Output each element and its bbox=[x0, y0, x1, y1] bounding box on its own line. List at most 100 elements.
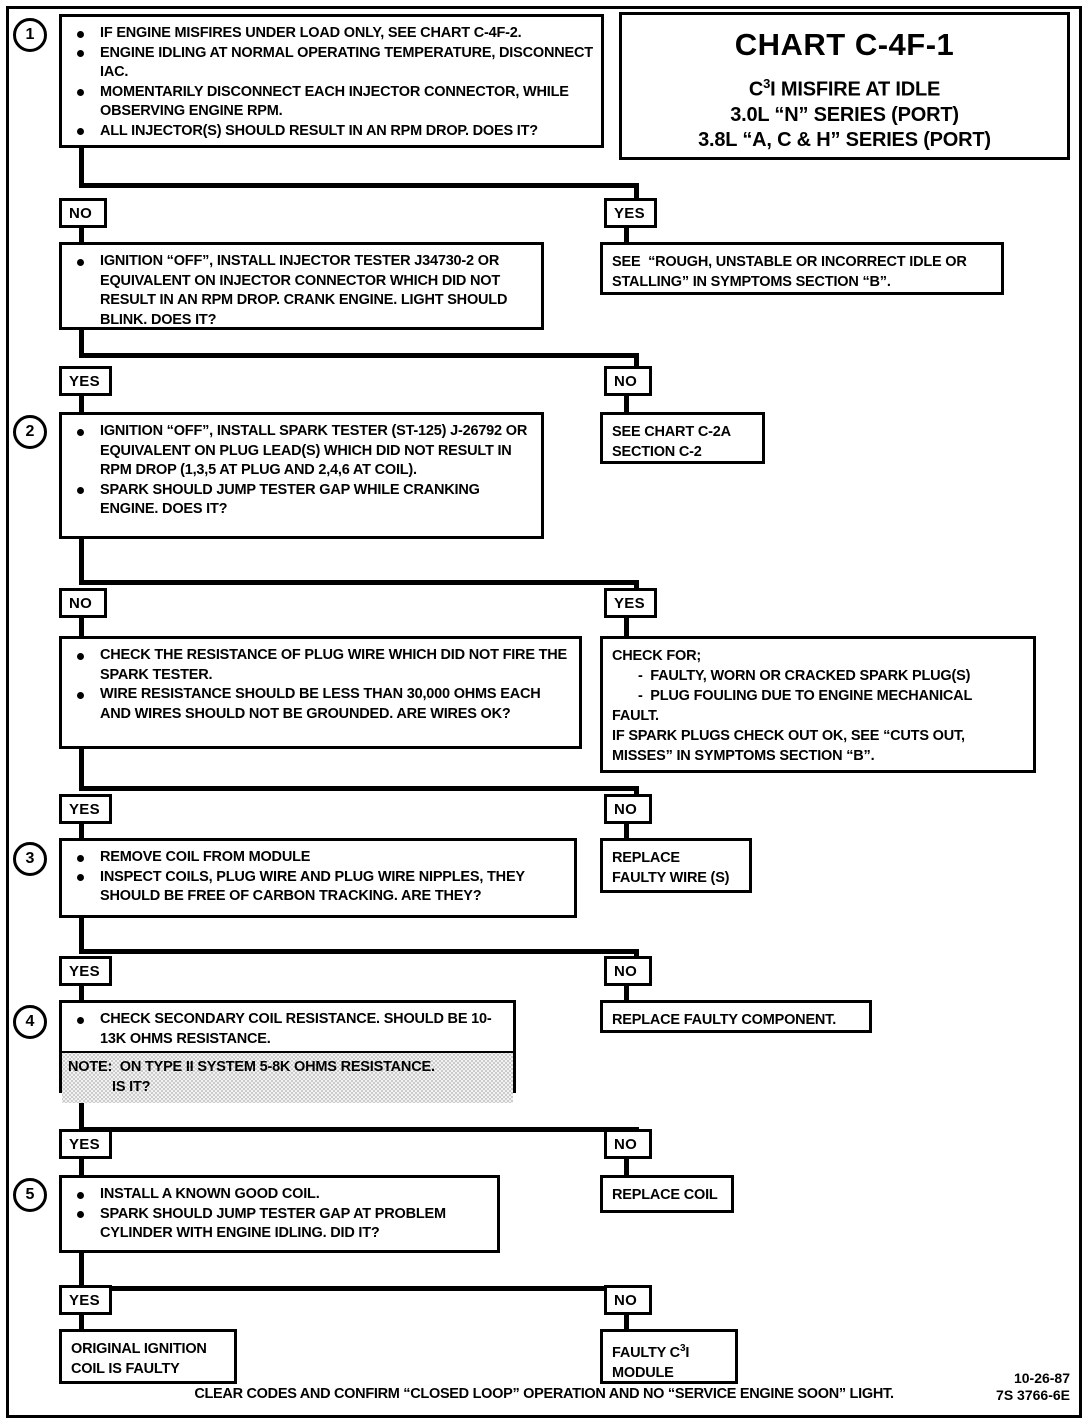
connector-no7-down bbox=[624, 1313, 629, 1331]
connector-yes2-down bbox=[79, 394, 84, 414]
step5-bullet-2: SPARK SHOULD JUMP TESTER GAP AT PROBLEM … bbox=[68, 1205, 489, 1244]
page-border bbox=[6, 6, 1082, 1418]
branch-label-no-6: NO bbox=[604, 1129, 652, 1159]
chart-c2a-line-2: SECTION C-2 bbox=[612, 444, 702, 460]
connector-step4-down bbox=[79, 1093, 84, 1133]
branch-label-yes-6: YES bbox=[59, 1129, 112, 1159]
rough-idle-line-1: SEE “ROUGH, UNSTABLE OR INCORRECT IDLE O… bbox=[612, 254, 967, 270]
chart-title-block: CHART C-4F-1 C3I MISFIRE AT IDLE 3.0L “N… bbox=[619, 12, 1070, 160]
step2-bullet-2: SPARK SHOULD JUMP TESTER GAP WHILE CRANK… bbox=[68, 481, 533, 520]
connector-yes4-down bbox=[79, 822, 84, 840]
check-for-line-1: CHECK FOR; bbox=[612, 648, 702, 664]
check-for-line-5: IF SPARK PLUGS CHECK OUT OK, SEE “CUTS O… bbox=[612, 728, 965, 744]
engine-series-line-2: 3.8L “A, C & H” SERIES (PORT) bbox=[698, 128, 991, 151]
faulty-module-superscript: 3 bbox=[679, 1343, 686, 1354]
connector-row4-split bbox=[79, 786, 639, 791]
check-for-line-4: FAULT. bbox=[612, 708, 659, 724]
subtitle-prefix: C bbox=[748, 78, 764, 101]
connector-injector-down bbox=[79, 330, 84, 356]
check-for-box: CHECK FOR; - FAULTY, WORN OR CRACKED SPA… bbox=[600, 636, 1036, 773]
branch-label-no-7: NO bbox=[604, 1285, 652, 1315]
rough-idle-line-2: STALLING” IN SYMPTOMS SECTION “B”. bbox=[612, 274, 891, 290]
branch-label-no-5: NO bbox=[604, 956, 652, 986]
plug-wire-bullet-1: CHECK THE RESISTANCE OF PLUG WIRE WHICH … bbox=[68, 646, 571, 685]
connector-row4-to-no bbox=[634, 786, 639, 798]
step1-bullet-1: IF ENGINE MISFIRES UNDER LOAD ONLY, SEE … bbox=[68, 24, 593, 44]
branch-label-yes-5: YES bbox=[59, 956, 112, 986]
replace-component-line-1: REPLACE FAULTY COMPONENT. bbox=[612, 1012, 837, 1028]
step-number-5: 5 bbox=[13, 1178, 47, 1212]
connector-row2-to-no bbox=[634, 353, 639, 367]
connector-step5-down bbox=[79, 1253, 84, 1291]
step-number-4: 4 bbox=[13, 1005, 47, 1039]
connector-step1-down bbox=[79, 148, 84, 186]
connector-yes7-down bbox=[79, 1313, 84, 1331]
plug-wire-bullet-2: WIRE RESISTANCE SHOULD BE LESS THAN 30,0… bbox=[68, 685, 571, 724]
step-number-1: 1 bbox=[13, 18, 47, 52]
faulty-module-rest: I bbox=[685, 1344, 690, 1361]
connector-step3-down bbox=[79, 918, 84, 952]
step2-bullet-1: IGNITION “OFF”, INSTALL SPARK TESTER (ST… bbox=[68, 422, 533, 481]
connector-no2-down bbox=[624, 394, 629, 414]
part-number: 7S 3766-6E bbox=[996, 1387, 1070, 1403]
step4-note: NOTE: ON TYPE II SYSTEM 5-8K OHMS RESIST… bbox=[62, 1051, 513, 1103]
connector-row3-to-yes bbox=[634, 580, 639, 594]
step3-box: REMOVE COIL FROM MODULE INSPECT COILS, P… bbox=[59, 838, 577, 918]
injector-tester-bullet-1: IGNITION “OFF”, INSTALL INJECTOR TESTER … bbox=[68, 252, 533, 330]
step4-note-text: NOTE: ON TYPE II SYSTEM 5-8K OHMS RESIST… bbox=[68, 1059, 435, 1075]
step1-bullet-2: ENGINE IDLING AT NORMAL OPERATING TEMPER… bbox=[68, 44, 593, 83]
connector-row6-split bbox=[79, 1127, 639, 1132]
connector-yes3-down bbox=[624, 616, 629, 638]
plug-wire-box: CHECK THE RESISTANCE OF PLUG WIRE WHICH … bbox=[59, 636, 582, 749]
connector-yes1-down bbox=[624, 226, 629, 244]
injector-tester-box: IGNITION “OFF”, INSTALL INJECTOR TESTER … bbox=[59, 242, 544, 330]
branch-label-yes-4: YES bbox=[59, 794, 112, 824]
step4-note-question: IS IT? bbox=[112, 1078, 151, 1095]
branch-label-no-2: NO bbox=[604, 366, 652, 396]
replace-wire-box: REPLACE FAULTY WIRE (S) bbox=[600, 838, 752, 893]
replace-coil-line-1: REPLACE COIL bbox=[612, 1187, 718, 1203]
connector-step1-to-yes bbox=[634, 183, 639, 199]
step-number-3: 3 bbox=[13, 842, 47, 876]
connector-row3-split bbox=[79, 580, 639, 585]
step5-bullet-1: INSTALL A KNOWN GOOD COIL. bbox=[68, 1185, 489, 1205]
revision-date: 10-26-87 bbox=[1013, 1370, 1070, 1386]
connector-no6-down bbox=[624, 1157, 629, 1177]
faulty-module-line-2: MODULE bbox=[612, 1364, 674, 1381]
original-coil-faulty-box: ORIGINAL IGNITION COIL IS FAULTY bbox=[59, 1329, 237, 1384]
connector-yes6-down bbox=[79, 1157, 84, 1177]
rough-idle-box: SEE “ROUGH, UNSTABLE OR INCORRECT IDLE O… bbox=[600, 242, 1004, 295]
step4-box: CHECK SECONDARY COIL RESISTANCE. SHOULD … bbox=[59, 1000, 516, 1097]
check-for-line-2: - FAULTY, WORN OR CRACKED SPARK PLUG(S) bbox=[638, 668, 971, 684]
step3-bullet-2: INSPECT COILS, PLUG WIRE AND PLUG WIRE N… bbox=[68, 868, 566, 907]
step1-bullet-4: ALL INJECTOR(S) SHOULD RESULT IN AN RPM … bbox=[68, 122, 593, 142]
step3-bullet-1: REMOVE COIL FROM MODULE bbox=[68, 848, 566, 868]
chart-c2a-box: SEE CHART C-2A SECTION C-2 bbox=[600, 412, 765, 464]
connector-row5-split bbox=[79, 949, 639, 954]
faulty-module-prefix: FAULTY C bbox=[612, 1344, 680, 1361]
step4-bullet-1: CHECK SECONDARY COIL RESISTANCE. SHOULD … bbox=[68, 1010, 505, 1049]
step1-box: IF ENGINE MISFIRES UNDER LOAD ONLY, SEE … bbox=[59, 14, 604, 148]
faulty-module-box: FAULTY C3I MODULE bbox=[600, 1329, 738, 1384]
faulty-module-line-1: FAULTY C3I bbox=[612, 1339, 727, 1363]
check-for-line-6: MISSES” IN SYMPTOMS SECTION “B”. bbox=[612, 748, 875, 764]
chart-id: CHART C-4F-1 bbox=[734, 27, 955, 62]
chart-subtitle: C3I MISFIRE AT IDLE bbox=[622, 76, 1067, 102]
original-coil-line-1: ORIGINAL IGNITION bbox=[71, 1341, 207, 1357]
branch-label-no-3: NO bbox=[59, 588, 107, 618]
subtitle-superscript: 3 bbox=[763, 76, 771, 91]
connector-no4-down bbox=[624, 822, 629, 840]
connector-row5-to-no bbox=[634, 949, 639, 961]
branch-label-yes-3: YES bbox=[604, 588, 657, 618]
connector-yes5-down bbox=[79, 984, 84, 1002]
branch-label-yes-2: YES bbox=[59, 366, 112, 396]
replace-wire-line-1: REPLACE bbox=[612, 850, 680, 866]
replace-coil-box: REPLACE COIL bbox=[600, 1175, 734, 1213]
connector-row2-split bbox=[79, 353, 639, 358]
connector-step2-down bbox=[79, 539, 84, 583]
branch-label-yes-1: YES bbox=[604, 198, 657, 228]
step2-box: IGNITION “OFF”, INSTALL SPARK TESTER (ST… bbox=[59, 412, 544, 539]
branch-label-no-1: NO bbox=[59, 198, 107, 228]
connector-no3-down bbox=[79, 616, 84, 638]
